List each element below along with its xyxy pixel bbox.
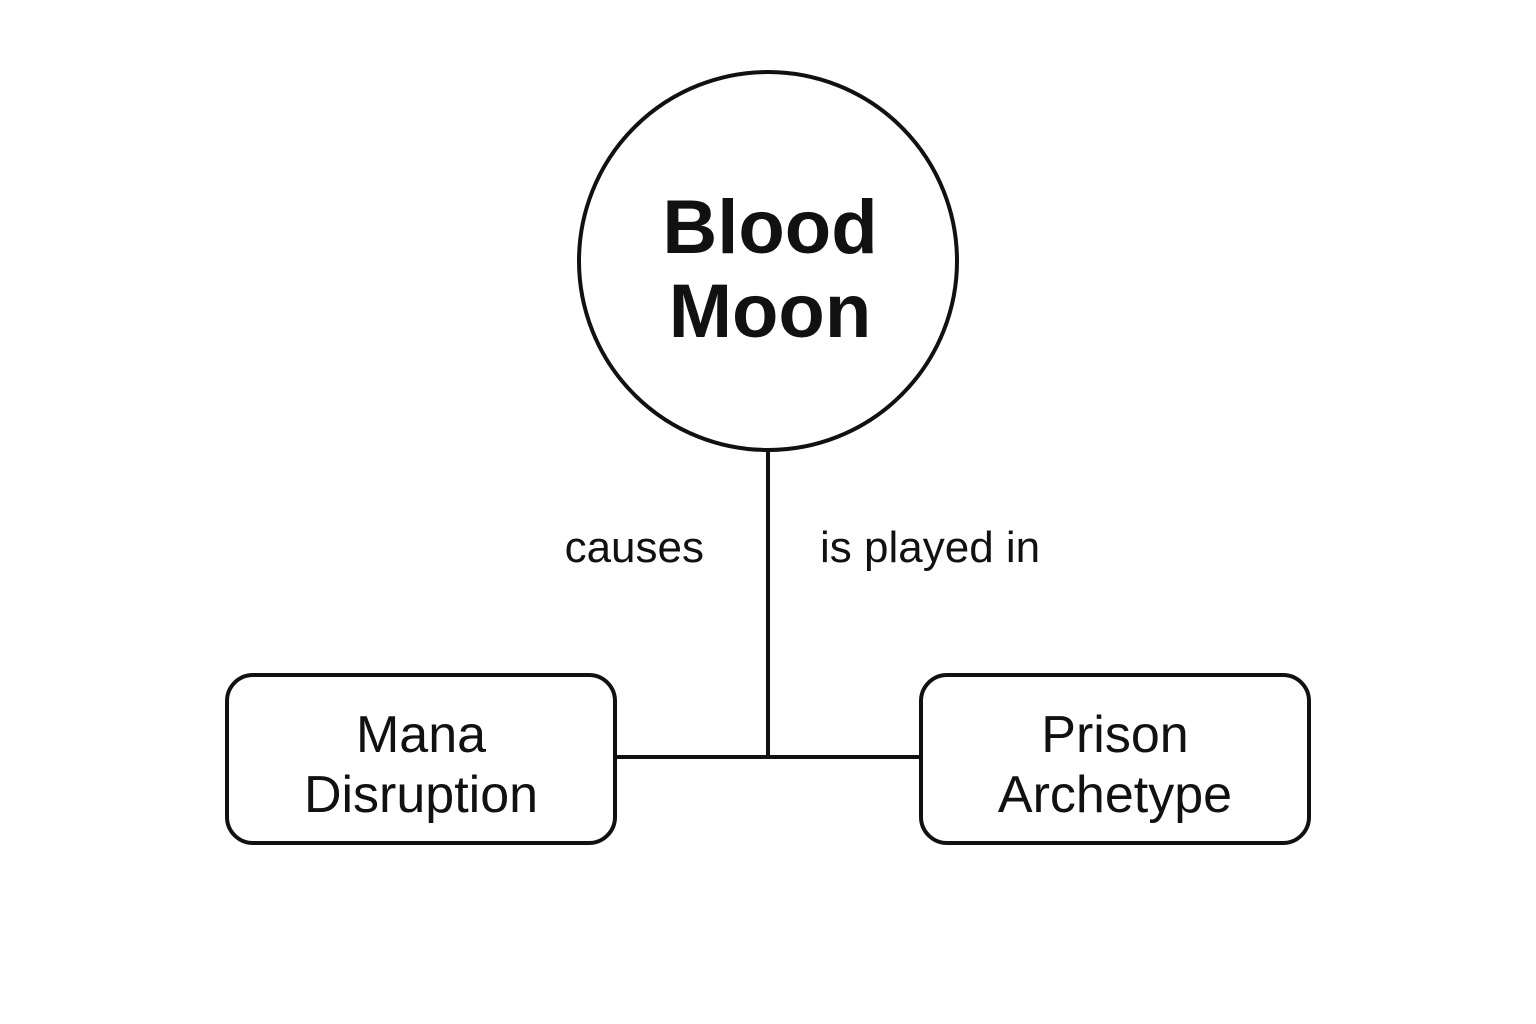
node-right-line1: Prison [1041, 706, 1189, 764]
root-node-label: Blood Moon [580, 186, 960, 354]
edge-label-is-played-in: is played in [820, 523, 1041, 572]
node-left-line1: Mana [355, 706, 487, 764]
edge-label-causes: causes [564, 523, 704, 572]
node-box-right [919, 673, 1311, 845]
node-label-left: Mana Disruption [227, 705, 615, 825]
node-left-line2: Disruption [303, 766, 539, 824]
node-box-left [225, 673, 617, 845]
node-label-right: Prison Archetype [921, 705, 1309, 825]
root-node-line2: Moon [668, 269, 872, 354]
node-right-line2: Archetype [997, 766, 1233, 824]
root-node-line1: Blood [662, 185, 878, 270]
